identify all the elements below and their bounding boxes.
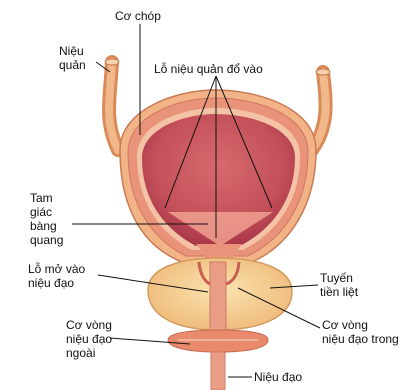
urethra-tube [211,352,225,390]
label-external-sphincter: Cơ vòng niệu đạo ngoài [66,318,112,360]
label-ureteral-orifices: Lỗ niệu quản đổ vào [154,62,263,76]
label-detrusor-muscle: Cơ chóp [115,9,161,23]
prostatic-urethra [210,262,226,336]
label-urethral-opening: Lỗ mở vào niệu đạo [28,262,85,290]
label-trigone: Tam giác bàng quang [30,191,63,247]
label-urethra: Niệu đạo [254,370,302,384]
label-internal-sphincter: Cơ vòng niệu đạo trong [322,318,399,346]
label-prostate: Tuyến tiền liệt [320,271,358,299]
label-ureter: Niệu quản [59,44,86,72]
